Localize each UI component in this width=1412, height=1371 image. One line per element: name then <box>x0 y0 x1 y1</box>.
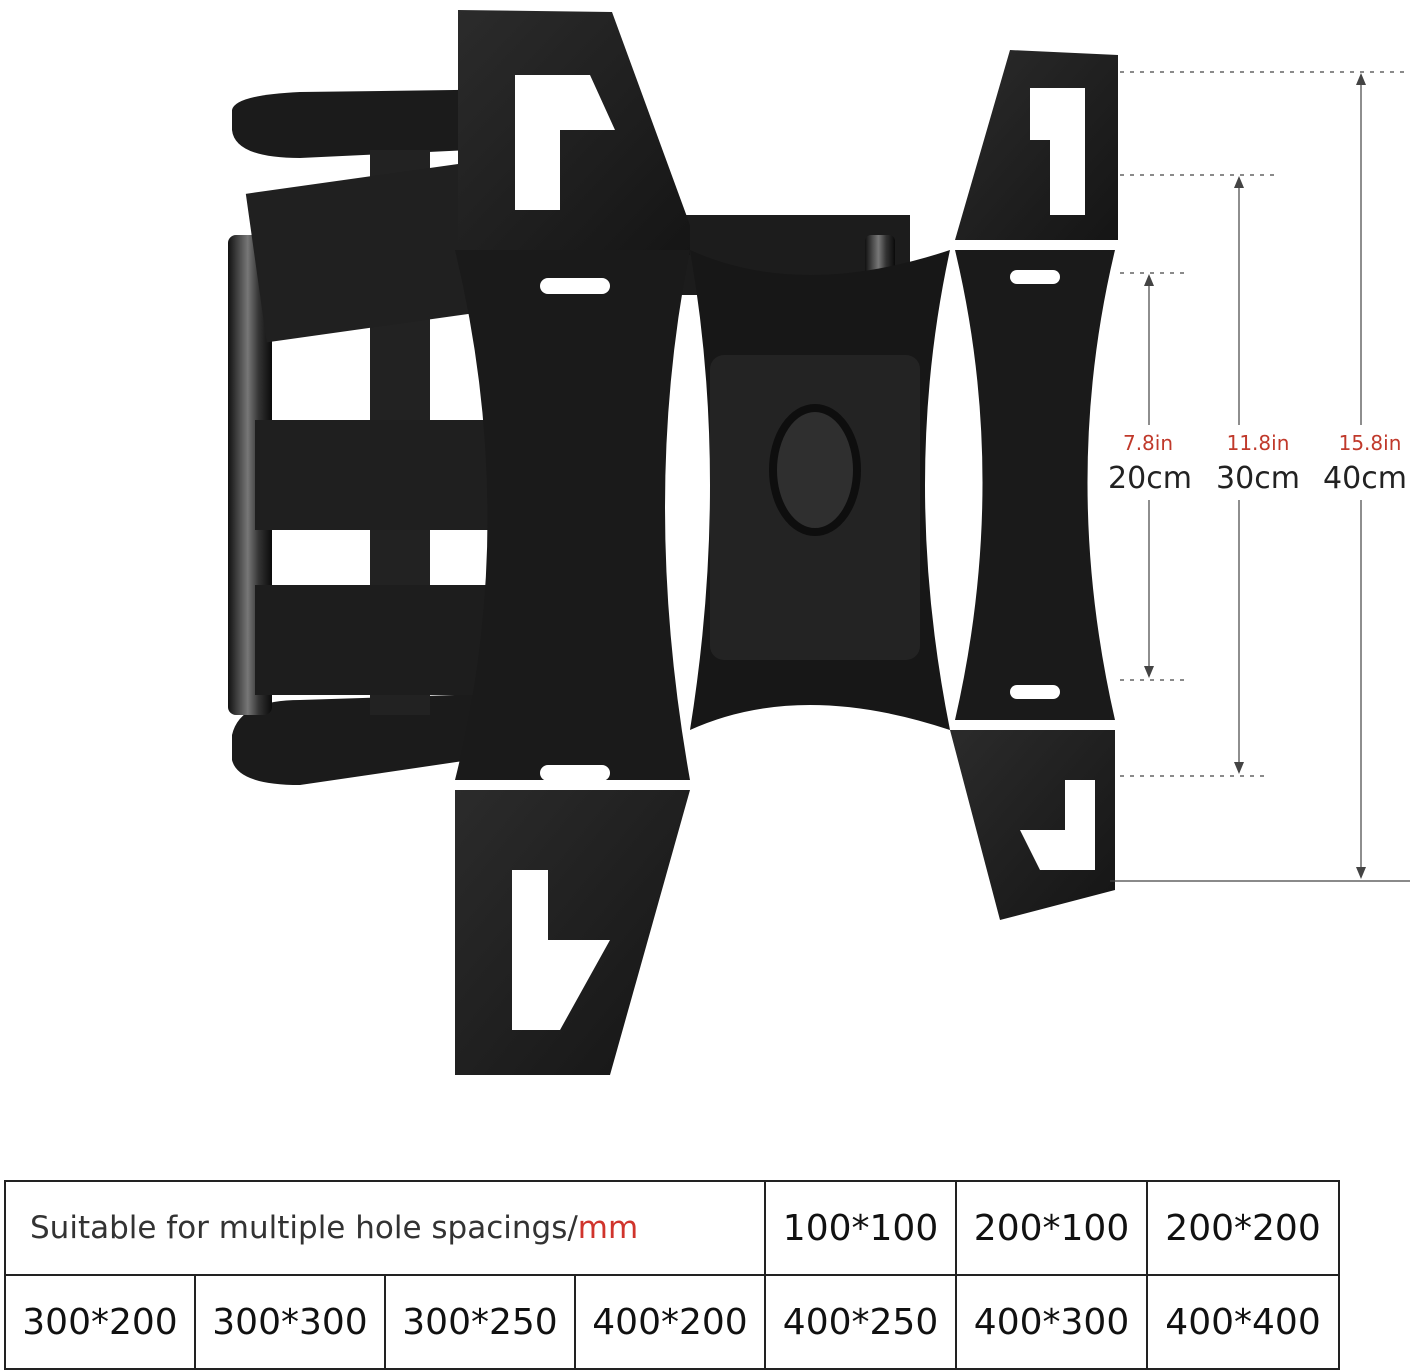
unit-mm: mm <box>577 1210 639 1246</box>
spacing-cell: 400*200 <box>573 1274 767 1370</box>
dimension-15-8in: 15.8in <box>1339 431 1402 455</box>
dimension-30cm: 30cm <box>1216 461 1300 496</box>
left-vertical-plate <box>455 10 690 1075</box>
right-vertical-plate <box>950 50 1118 920</box>
spacing-cell: 300*200 <box>4 1274 196 1370</box>
dimension-arrowheads <box>1144 73 1366 879</box>
hole-spacing-label: Suitable for multiple hole spacings/mm <box>3 1180 767 1276</box>
hole-spacing-table: Suitable for multiple hole spacings/mm 1… <box>3 1180 1341 1370</box>
dimension-11-8in: 11.8in <box>1227 431 1290 455</box>
spacing-cell: 200*200 <box>1146 1180 1341 1276</box>
dimension-7-8in: 7.8in <box>1123 431 1173 455</box>
spacing-cell: 300*300 <box>194 1274 386 1370</box>
table-row: 300*200 300*300 300*250 400*200 400*250 … <box>4 1274 1341 1370</box>
spacing-cell: 400*300 <box>955 1274 1149 1370</box>
dimension-lines <box>1110 71 1410 882</box>
dimension-40cm: 40cm <box>1323 461 1407 496</box>
spacing-cell: 400*400 <box>1146 1274 1341 1370</box>
spacing-cell: 400*250 <box>764 1274 958 1370</box>
dimension-20cm: 20cm <box>1108 461 1192 496</box>
spacing-cell: 200*100 <box>955 1180 1149 1276</box>
spacing-cell: 300*250 <box>384 1274 576 1370</box>
table-row: Suitable for multiple hole spacings/mm 1… <box>3 1180 1341 1276</box>
spacing-cell: 100*100 <box>764 1180 958 1276</box>
center-bracket <box>690 250 950 730</box>
articulating-arm <box>228 157 910 715</box>
